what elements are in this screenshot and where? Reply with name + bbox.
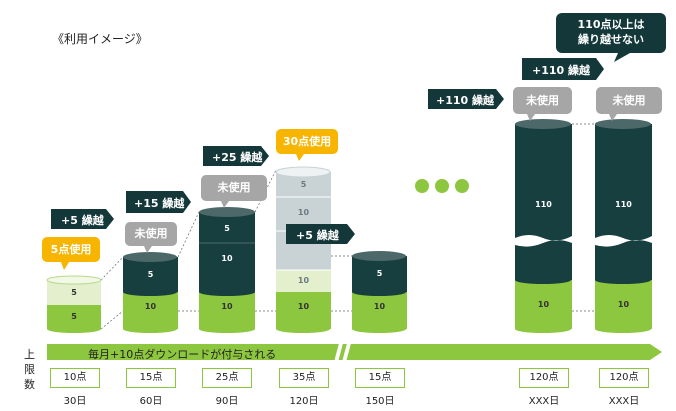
col3-seg3: 5 <box>224 224 230 233</box>
day-col7: XXX日 <box>608 396 640 407</box>
carry-label-5: +5 繰越 <box>61 214 104 227</box>
carry-arrows <box>51 58 604 244</box>
col2-seg2: 5 <box>147 270 154 279</box>
limit-box-col4: 35点 <box>279 368 329 388</box>
side-label-2: 限 <box>24 363 35 376</box>
side-label-1: 上 <box>24 348 35 361</box>
col2-seg1: 10 <box>144 302 157 311</box>
limit-box-col5: 15点 <box>355 368 405 388</box>
cylinder-col4 <box>275 166 331 333</box>
col4-seg2: 10 <box>297 276 310 285</box>
col4-seg4: 5 <box>300 180 307 189</box>
col5-seg1: 10 <box>373 302 386 311</box>
col3-seg2: 10 <box>221 254 233 263</box>
carry-label-5b: +5 繰越 <box>296 229 339 242</box>
cylinder-col6 <box>515 119 572 333</box>
dashed-connectors <box>100 123 595 330</box>
col7-seg2: 110 <box>615 200 632 209</box>
cylinder-col2 <box>123 252 178 333</box>
callout-unused-col3: 未使用 <box>217 181 251 194</box>
callout-unused-col2: 未使用 <box>134 227 168 240</box>
carry-label-25: +25 繰越 <box>212 151 263 164</box>
day-col1: 30日 <box>63 396 87 407</box>
callout-unused-col6: 未使用 <box>526 94 559 107</box>
col3-seg1: 10 <box>221 302 233 311</box>
cylinder-col3 <box>199 207 255 333</box>
side-label-3: 数 <box>24 378 35 391</box>
col6-seg1: 10 <box>537 300 550 309</box>
limit-box-col2: 15点 <box>126 368 176 388</box>
col5-seg2: 5 <box>376 269 383 278</box>
limit-box-col6: 120点 <box>519 368 569 388</box>
day-col5: 150日 <box>365 396 395 407</box>
day-col6: XXX日 <box>528 396 560 407</box>
callout-unused-col7: 未使用 <box>612 94 646 107</box>
col1-seg2: 5 <box>71 288 77 297</box>
callout-over-110-line1: 110点以上は <box>577 18 645 31</box>
monthly-grant-arrow <box>47 342 662 362</box>
col6-seg2: 110 <box>535 200 552 209</box>
callout-used-5: 5点使用 <box>50 243 92 256</box>
limit-box-col7: 120点 <box>599 368 649 388</box>
col4-seg1: 10 <box>297 302 310 311</box>
carry-label-110b: +110 繰越 <box>532 64 591 77</box>
ellipsis-dots <box>415 179 469 193</box>
day-col3: 90日 <box>215 396 239 407</box>
carry-label-15: +15 繰越 <box>134 197 185 210</box>
col7-seg1: 10 <box>617 300 630 309</box>
col1-seg1: 5 <box>71 312 77 321</box>
day-col2: 60日 <box>139 396 163 407</box>
limit-box-col1: 10点 <box>50 368 100 388</box>
callout-over-110-line2: 繰り越せない <box>578 33 644 46</box>
cylinder-col5 <box>352 251 407 333</box>
callout-used-30: 30点使用 <box>282 135 332 148</box>
page-title: 《利用イメージ》 <box>52 32 148 46</box>
carry-label-110a: +110 繰越 <box>436 94 495 107</box>
callout-shapes <box>42 13 666 270</box>
monthly-grant-text: 毎月+10点ダウンロードが付与される <box>88 348 277 361</box>
limit-box-col3: 25点 <box>202 368 252 388</box>
cylinder-col7 <box>595 119 652 333</box>
cylinder-col1 <box>46 275 102 333</box>
col4-seg3: 10 <box>297 208 310 217</box>
day-col4: 120日 <box>289 396 319 407</box>
